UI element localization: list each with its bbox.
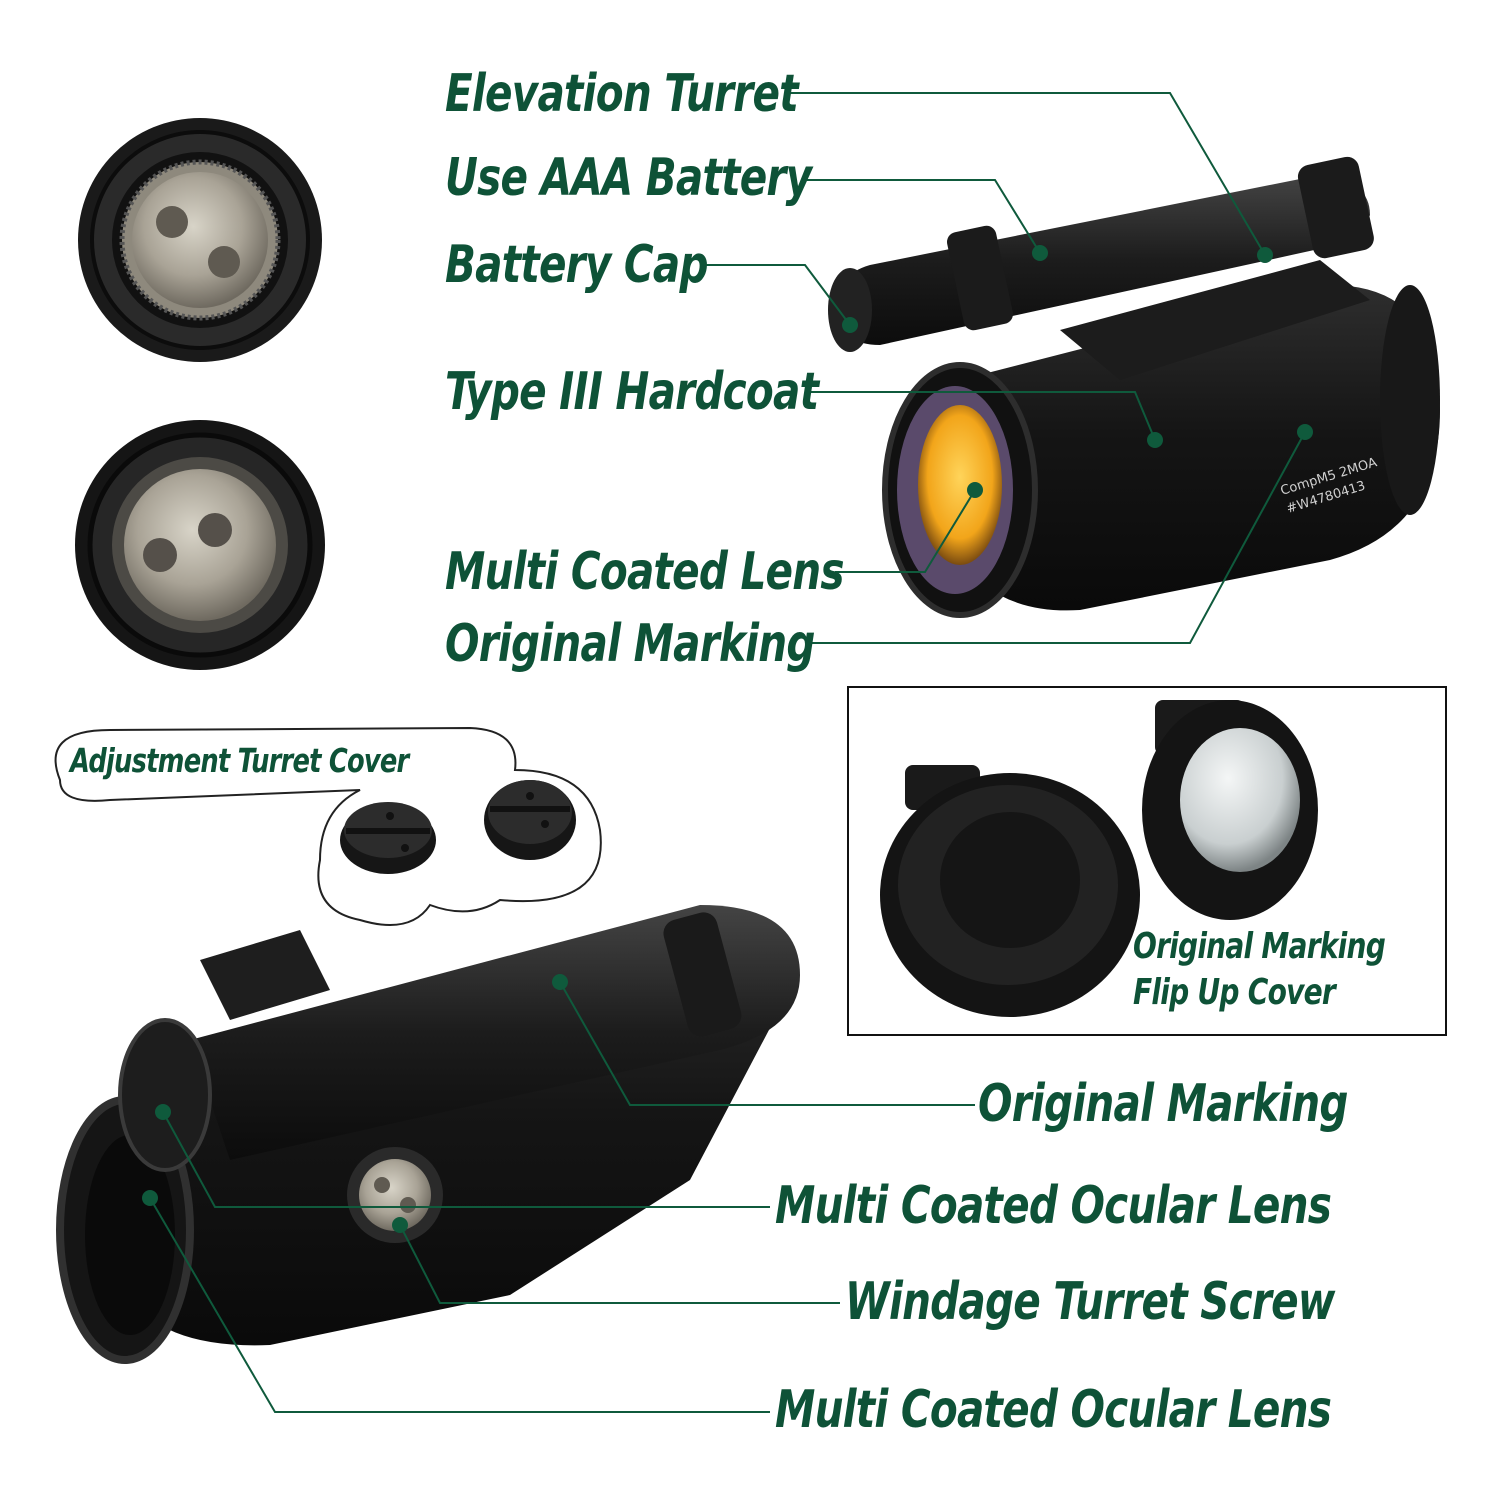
label-flip-up-cover-line1: Original Marking [1133,926,1386,967]
label-battery-cap: Battery Cap [445,235,709,295]
leader-lines-bottom [149,981,975,1413]
label-elevation-turret: Elevation Turret [445,64,799,124]
label-multi-coated-lens: Multi Coated Lens [445,542,845,602]
flip-up-cover-box [847,686,1447,1036]
turret-closeup-top [78,118,322,362]
label-original-marking-top: Original Marking [445,614,815,674]
label-multi-coated-ocular-lens-1: Multi Coated Ocular Lens [775,1176,1332,1236]
label-use-aaa-battery: Use AAA Battery [445,148,812,208]
leader-lines-top [700,92,1306,644]
label-adjustment-turret-cover: Adjustment Turret Cover [70,741,409,780]
turret-cover-cap-left [340,802,436,874]
turret-cover-cloud [54,726,602,926]
flip-up-cover-closed [880,765,1140,1017]
red-dot-sight-rear-view [56,905,800,1364]
label-windage-turret-screw: Windage Turret Screw [845,1272,1335,1332]
red-dot-sight-front-view [828,156,1440,618]
flip-up-cover-open [1142,700,1318,920]
turret-closeup-bottom [75,420,325,670]
label-original-marking-bottom: Original Marking [978,1074,1348,1134]
label-multi-coated-ocular-lens-2: Multi Coated Ocular Lens [775,1380,1332,1440]
leader-dots-bottom [142,974,568,1233]
turret-cover-cap-right [484,780,576,860]
leader-dots-top [842,245,1313,498]
label-flip-up-cover-line2: Flip Up Cover [1133,972,1336,1013]
label-type-iii-hardcoat: Type III Hardcoat [445,362,819,422]
